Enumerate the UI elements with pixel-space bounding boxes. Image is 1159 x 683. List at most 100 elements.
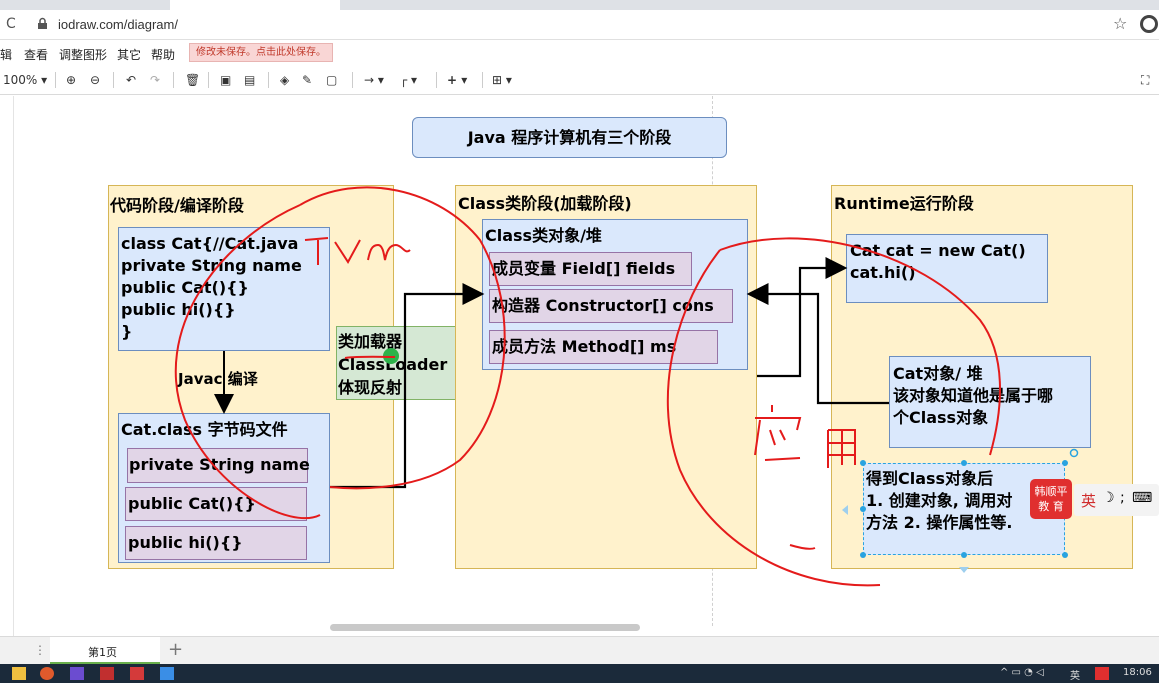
javac-label: Javac 编译 <box>178 370 258 388</box>
browser-tab[interactable] <box>0 0 150 10</box>
menu-arrange[interactable]: 调整图形 <box>59 48 108 62</box>
tray-icons[interactable]: ^ ▭ ◔ ◁ <box>1000 667 1044 678</box>
bytecode-title: Cat.class 字节码文件 <box>121 420 288 439</box>
keyboard-icon: ⌨ <box>1132 490 1153 506</box>
shadow-icon[interactable]: ▢ <box>326 73 338 87</box>
connection-icon[interactable]: → ▾ <box>364 73 384 87</box>
address-bar: C iodraw.com/diagram/ ☆ <box>0 10 1159 40</box>
diagram-title[interactable]: Java 程序计算机有三个阶段 <box>412 117 727 158</box>
punct-icon: ; <box>1120 490 1125 506</box>
toolbar-divider <box>482 72 483 88</box>
tray-app-icon[interactable] <box>1095 667 1109 680</box>
zoom-out-icon[interactable]: ⊖ <box>90 73 101 87</box>
member-item-label: 成员变量 Field[] fields <box>492 259 676 278</box>
runtime-code-box[interactable] <box>846 234 1048 303</box>
url-text[interactable]: iodraw.com/diagram/ <box>58 17 178 32</box>
app-icon[interactable] <box>70 667 84 680</box>
zoom-select[interactable]: 100% ▾ <box>3 73 48 87</box>
profile-icon[interactable] <box>1140 15 1158 33</box>
zoom-in-icon[interactable]: ⊕ <box>66 73 77 87</box>
ime-lang: 英 <box>1081 492 1097 510</box>
classloader-line: 类加载器 <box>338 332 403 351</box>
cat-object-box[interactable] <box>889 356 1091 448</box>
tray-ime[interactable]: 英 <box>1070 671 1080 682</box>
member-item[interactable] <box>489 330 718 364</box>
undo-icon[interactable]: ↶ <box>126 73 137 87</box>
source-line: } <box>121 322 133 341</box>
reload-icon[interactable]: C <box>6 16 16 32</box>
left-scrollbar[interactable] <box>0 96 14 636</box>
lock-icon <box>38 17 47 29</box>
connect-hint-arrow[interactable] <box>959 567 969 573</box>
reflect-arrow[interactable] <box>746 283 889 405</box>
brand-logo: 韩顺平 教 育 <box>1030 479 1072 519</box>
toolbar-divider <box>113 72 114 88</box>
menubar: 辑 查看 调整图形 其它 帮助 修改未保存。点击此处保存。 <box>0 40 1159 66</box>
runtime-code-line: Cat cat = new Cat() <box>850 241 1026 260</box>
menu-extras[interactable]: 其它 <box>117 48 142 62</box>
page-tab-1[interactable]: 第1页 <box>50 637 160 664</box>
usage-annotation <box>666 237 1001 587</box>
page-tab-label: 第1页 <box>88 646 117 659</box>
menu-edit[interactable]: 辑 <box>0 48 13 62</box>
usage-line: 得到Class对象后 <box>866 469 994 488</box>
star-icon[interactable]: ☆ <box>1113 14 1128 33</box>
runtime-arrow[interactable] <box>757 257 848 378</box>
app-icon[interactable] <box>160 667 174 680</box>
lane-load-title: Class类阶段(加载阶段) <box>458 194 632 213</box>
insert-icon[interactable]: + ▾ <box>447 73 468 87</box>
plus-icon[interactable]: + <box>168 639 184 660</box>
bytecode-item[interactable] <box>125 526 307 560</box>
rotate-handle[interactable] <box>1069 448 1079 458</box>
source-line: private String name <box>121 256 302 275</box>
browser-tab-strip <box>0 0 1159 10</box>
toolbar-divider <box>55 72 56 88</box>
source-line: public hi(){} <box>121 300 236 319</box>
redo-icon[interactable]: ↷ <box>150 73 161 87</box>
source-code-box[interactable] <box>118 227 330 351</box>
classloader-line: 体现反射 <box>338 378 403 397</box>
bytecode-item-label: public hi(){} <box>128 533 243 552</box>
browser-tab-active[interactable] <box>170 0 340 10</box>
brand-line: 韩顺平 <box>1034 485 1068 498</box>
lane-runtime-title: Runtime运行阶段 <box>834 194 974 213</box>
cat-object-line: 个Class对象 <box>893 408 989 427</box>
load-arrow[interactable] <box>330 283 485 489</box>
wps-icon[interactable] <box>130 667 144 680</box>
horizontal-scrollbar[interactable] <box>330 624 640 631</box>
ime-widget[interactable]: 英 ☽ ; ⌨ <box>1074 484 1159 516</box>
class-object-title: Class类对象/堆 <box>485 226 602 245</box>
line-color-icon[interactable]: ✎ <box>302 73 313 87</box>
app-icon[interactable] <box>100 667 114 680</box>
bytecode-item-label: private String name <box>129 455 310 474</box>
fullscreen-icon[interactable]: ⛶ <box>1141 73 1150 87</box>
toolbar-divider <box>208 72 209 88</box>
page-menu-icon[interactable]: ⋮ <box>34 643 46 657</box>
toolbar: 100% ▾ ⊕ ⊖ ↶ ↷ 🗑 ▣ ▤ ◈ ✎ ▢ → ▾ ┌ ▾ + ▾ ⊞… <box>0 66 1159 95</box>
fill-color-icon[interactable]: ◈ <box>280 73 290 87</box>
to-back-icon[interactable]: ▤ <box>244 73 256 87</box>
connect-hint-arrow[interactable] <box>842 505 848 515</box>
waypoints-icon[interactable]: ┌ ▾ <box>400 73 418 87</box>
delete-icon[interactable]: 🗑 <box>185 73 201 87</box>
usage-line: 1. 创建对象, 调用对 <box>866 491 1013 510</box>
file-explorer-icon[interactable] <box>12 667 26 680</box>
toolbar-divider <box>173 72 174 88</box>
menu-view[interactable]: 查看 <box>24 48 49 62</box>
menu-help[interactable]: 帮助 <box>151 48 176 62</box>
moon-icon: ☽ <box>1102 490 1115 506</box>
unsaved-warning[interactable]: 修改未保存。点击此处保存。 <box>189 43 333 62</box>
bytecode-item[interactable] <box>127 448 308 483</box>
to-front-icon[interactable]: ▣ <box>220 73 232 87</box>
toolbar-divider <box>436 72 437 88</box>
bytecode-item[interactable] <box>125 487 307 521</box>
chrome-icon[interactable] <box>40 667 54 680</box>
cat-object-line: Cat对象/ 堆 <box>893 364 983 383</box>
brand-line: 教 育 <box>1038 500 1064 513</box>
table-icon[interactable]: ⊞ ▾ <box>492 73 512 87</box>
member-item[interactable] <box>489 252 692 286</box>
member-item-label: 成员方法 Method[] ms <box>492 337 677 356</box>
lane-compile-title: 代码阶段/编译阶段 <box>110 196 244 215</box>
